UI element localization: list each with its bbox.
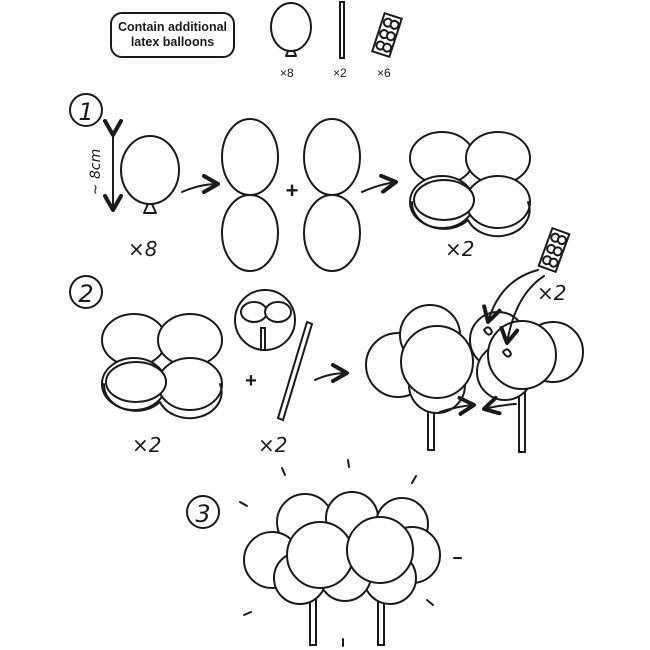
step-2: 2 ×2 + ×2	[69, 227, 584, 457]
sparkle-rays-icon	[239, 459, 462, 647]
arrow-icon	[314, 363, 349, 384]
notice-line-2: latex balloons	[130, 35, 215, 49]
step-1-number: 1	[78, 98, 93, 126]
balloon-icon	[120, 135, 180, 214]
plus-sign: +	[245, 370, 257, 392]
balloon-cluster-icon	[409, 131, 531, 238]
stick-cluster-right	[469, 311, 584, 453]
final-balloon-bouquet	[243, 491, 441, 646]
step-3: 3	[186, 459, 462, 647]
balloon-pair-icon	[221, 118, 279, 272]
arrow-icon	[482, 395, 517, 416]
step-1-result-qty: ×2	[445, 237, 474, 261]
arrow-icon	[482, 269, 539, 324]
step-3-badge	[186, 495, 220, 529]
step-1: 1 ~ 8cm ×8 + ×2	[69, 93, 531, 272]
stick-qty: ×2	[333, 66, 347, 80]
balloon-pair-icon	[303, 118, 361, 272]
stick-icon	[276, 320, 314, 422]
step-2-clip-qty: ×2	[537, 281, 566, 305]
arrow-icon	[499, 275, 545, 345]
arrow-icon	[439, 395, 476, 416]
step-1-balloon-qty: ×8	[128, 237, 157, 261]
step-2-number: 2	[78, 280, 93, 308]
step-2-cluster-qty: ×2	[132, 433, 161, 457]
balloon-icon	[270, 2, 312, 57]
step-1-badge	[69, 93, 103, 127]
step-3-number: 3	[195, 500, 210, 528]
clip-qty: ×6	[377, 66, 391, 80]
clip-icon	[537, 227, 571, 273]
arrow-icon	[181, 174, 220, 195]
size-label: ~ 8cm	[88, 149, 104, 195]
stick-icon	[339, 1, 345, 59]
arrow-icon	[361, 173, 398, 194]
detail-zoom-icon	[234, 289, 296, 351]
step-2-badge	[69, 275, 103, 309]
notice-line-1: Contain additional	[117, 20, 228, 34]
step-2-stick-qty: ×2	[258, 433, 287, 457]
balloon-qty: ×8	[280, 66, 294, 80]
stick-cluster-left	[365, 304, 474, 451]
plus-sign: +	[286, 178, 299, 203]
clip-icon	[371, 12, 403, 58]
balloon-cluster-icon	[101, 313, 223, 420]
